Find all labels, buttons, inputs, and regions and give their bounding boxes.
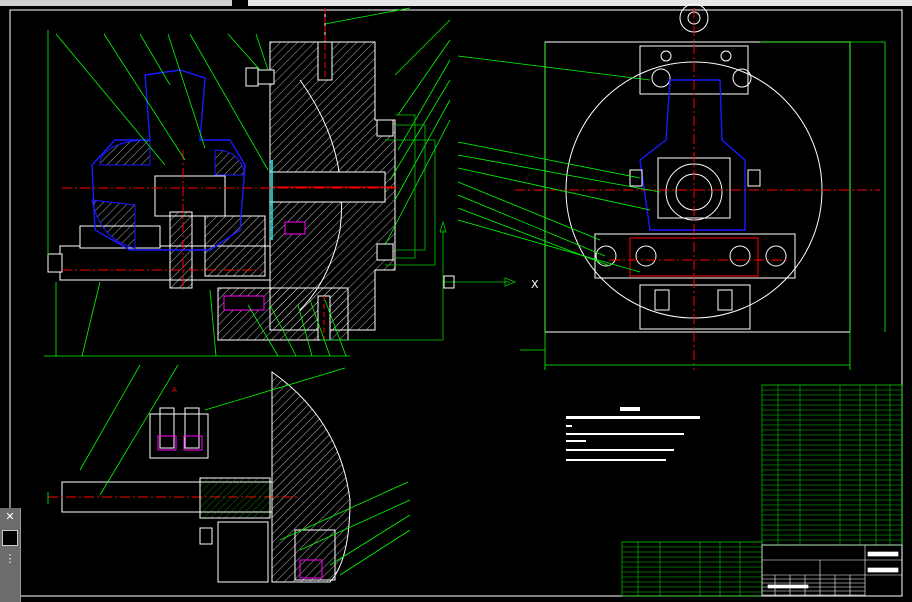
parts-list-table [621, 384, 903, 597]
close-icon[interactable]: ✕ [5, 510, 15, 523]
section-mark: A [172, 386, 177, 394]
layer-icon[interactable] [2, 530, 18, 546]
grip-icon[interactable]: ⋮ [4, 552, 16, 565]
tab-strip-left[interactable] [0, 0, 232, 6]
section-view-a: A [47, 364, 411, 583]
main-section-view: X [44, 7, 539, 357]
drawing-border [9, 9, 903, 597]
end-view [457, 3, 886, 370]
cad-tool-palette: ✕ ⋮ [0, 508, 21, 602]
cad-title-strip [0, 0, 912, 6]
technical-notes [566, 407, 700, 461]
tab-strip-right[interactable] [248, 0, 912, 6]
axis-label-x: X [531, 278, 539, 291]
